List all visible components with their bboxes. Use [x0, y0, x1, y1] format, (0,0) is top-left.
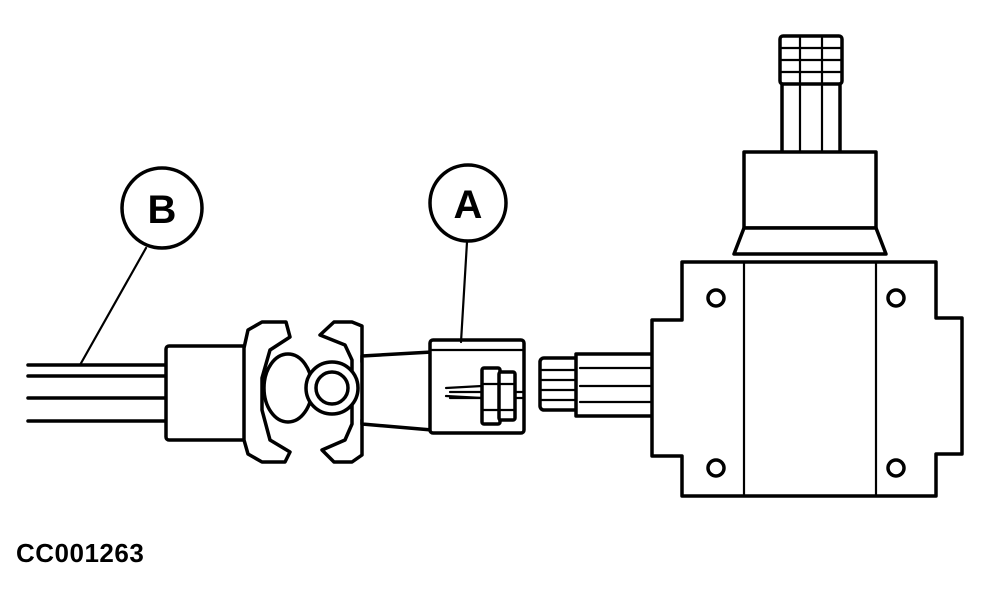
callout-a-label: A: [454, 183, 483, 227]
driveshaft-tube: [26, 363, 170, 423]
callout-a: A: [428, 163, 508, 344]
figure-id-label: CC001263: [16, 538, 145, 568]
callout-b-label: B: [148, 188, 177, 232]
callout-b: B: [78, 166, 204, 367]
gearbox: [650, 34, 964, 498]
clamp-yoke: [428, 338, 526, 435]
gearbox-input-shaft: [538, 352, 658, 418]
universal-joint: [164, 320, 434, 464]
